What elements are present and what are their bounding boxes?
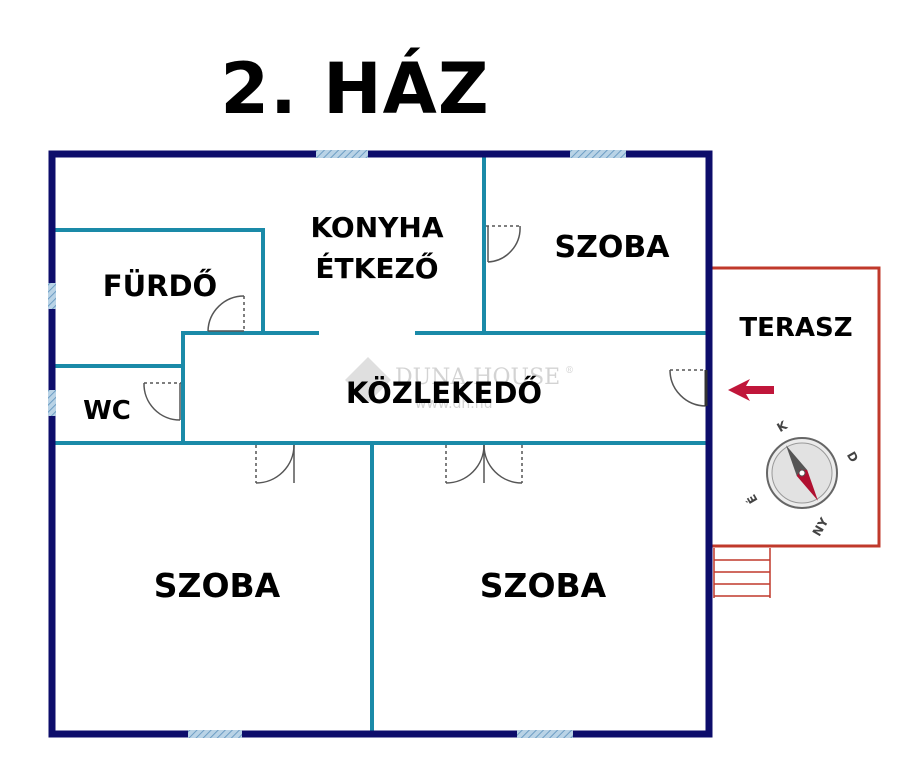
window-top-left xyxy=(316,150,368,158)
terrace xyxy=(710,266,881,598)
terrace-steps xyxy=(713,548,771,598)
entry-arrow-icon xyxy=(728,379,774,401)
compass-east-letter: K xyxy=(774,418,790,435)
window-bottom-left xyxy=(188,730,242,738)
room-etkezo-label: ÉTKEZŐ xyxy=(315,251,438,285)
compass-north-letter: É xyxy=(744,492,761,507)
door-terrace xyxy=(669,369,708,407)
door-szoba-bottom-right-double xyxy=(445,444,523,484)
doors xyxy=(143,225,708,484)
window-top-right xyxy=(570,150,626,158)
window-left-bath xyxy=(48,283,56,309)
room-labels: KONYHA ÉTKEZŐ SZOBA FÜRDŐ WC KÖZLEKEDŐ T… xyxy=(83,211,852,605)
room-kozlekedo-label: KÖZLEKEDŐ xyxy=(346,376,542,410)
watermark: DUNA HOUSE ® www.dh.hu xyxy=(345,357,574,412)
window-bottom-right xyxy=(517,730,573,738)
room-szoba-top-label: SZOBA xyxy=(555,230,671,265)
door-furdo xyxy=(207,295,245,332)
door-szoba-bottom-left xyxy=(255,444,295,484)
windows xyxy=(48,150,626,738)
plan-title: 2. HÁZ xyxy=(220,48,490,130)
room-wc-label: WC xyxy=(83,396,131,426)
compass-south-letter: D xyxy=(844,449,861,465)
watermark-brand: DUNA HOUSE xyxy=(395,365,560,390)
watermark-logo-icon xyxy=(345,357,391,403)
watermark-url: www.dh.hu xyxy=(415,396,492,412)
outer-walls xyxy=(48,150,713,738)
room-furdo-label: FÜRDŐ xyxy=(103,269,217,303)
compass-icon: K D NY É xyxy=(744,418,861,539)
door-szoba-top xyxy=(486,225,521,263)
inner-walls xyxy=(53,154,708,734)
room-terasz-label: TERASZ xyxy=(739,313,852,343)
door-wc xyxy=(143,382,181,421)
room-konyha-label: KONYHA xyxy=(310,211,443,244)
watermark-registered: ® xyxy=(565,366,574,376)
window-left-wc xyxy=(48,390,56,416)
compass-west-letter: NY xyxy=(810,515,832,538)
room-szoba-bottom-right-label: SZOBA xyxy=(480,566,607,605)
room-szoba-bottom-left-label: SZOBA xyxy=(154,566,281,605)
